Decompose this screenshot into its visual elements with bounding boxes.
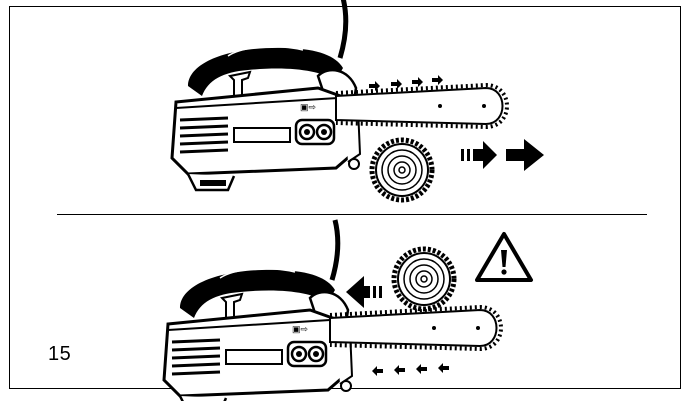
- figure-number: 15: [48, 343, 72, 365]
- guide-bar-icon: [328, 305, 503, 351]
- bottom-illustration: [164, 220, 533, 401]
- log-icon: [394, 249, 454, 309]
- push-direction-arrow-icon: [461, 139, 544, 171]
- chainsaw-icon: [172, 0, 360, 190]
- section-divider: [57, 214, 647, 215]
- chain-direction-arrows-icon: [372, 363, 449, 376]
- chainsaw-icon: [164, 220, 352, 401]
- guide-bar-icon: [334, 83, 509, 129]
- warning-triangle-icon: [475, 232, 533, 282]
- top-illustration: [172, 0, 544, 200]
- pull-direction-arrow-icon: [346, 276, 382, 308]
- log-icon: [372, 140, 432, 200]
